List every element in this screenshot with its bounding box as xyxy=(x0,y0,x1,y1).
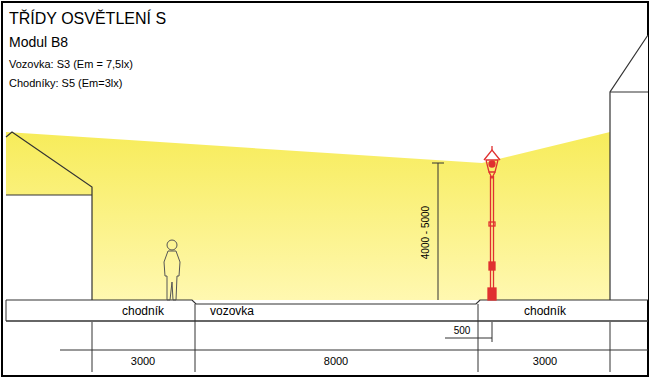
ground-line xyxy=(6,320,648,322)
dimension-tick xyxy=(92,322,93,372)
subtitle: Modul B8 xyxy=(9,35,68,50)
left-house-outline xyxy=(6,132,92,300)
class-note: Chodníky: S5 (Em=3lx) xyxy=(9,77,122,89)
offset-dimension xyxy=(445,338,492,339)
height-dimension-label: 4000 - 5000 xyxy=(420,205,431,258)
dimension-tick xyxy=(492,322,493,342)
left-house-line xyxy=(6,194,92,195)
height-dimension xyxy=(438,163,439,300)
right-house-line xyxy=(610,91,648,92)
dimension-label: 3000 xyxy=(131,355,155,367)
title: TŘÍDY OSVĚTLENÍ S xyxy=(9,10,166,28)
dimension-label: 8000 xyxy=(324,355,348,367)
right-house xyxy=(610,35,648,300)
class-note: Vozovka: S3 (Em = 7,5lx) xyxy=(9,58,133,70)
left-house xyxy=(6,195,92,300)
sidewalk-label: chodník xyxy=(524,305,566,318)
frame xyxy=(2,2,648,376)
light-area xyxy=(6,132,610,300)
street-lamp xyxy=(484,146,500,300)
right-house-outline xyxy=(610,35,648,300)
dimension-label: 3000 xyxy=(533,355,557,367)
ground-edge xyxy=(6,300,7,321)
dimension-tick xyxy=(195,304,196,372)
sidewalk-label: chodník xyxy=(122,305,164,318)
dimension-tick xyxy=(610,322,611,372)
dimension-line xyxy=(60,350,648,351)
road-label: vozovka xyxy=(210,305,254,318)
person-silhouette xyxy=(164,240,180,300)
street-surface xyxy=(6,300,648,304)
dimension-label: 500 xyxy=(454,325,471,336)
height-tick xyxy=(432,163,444,164)
